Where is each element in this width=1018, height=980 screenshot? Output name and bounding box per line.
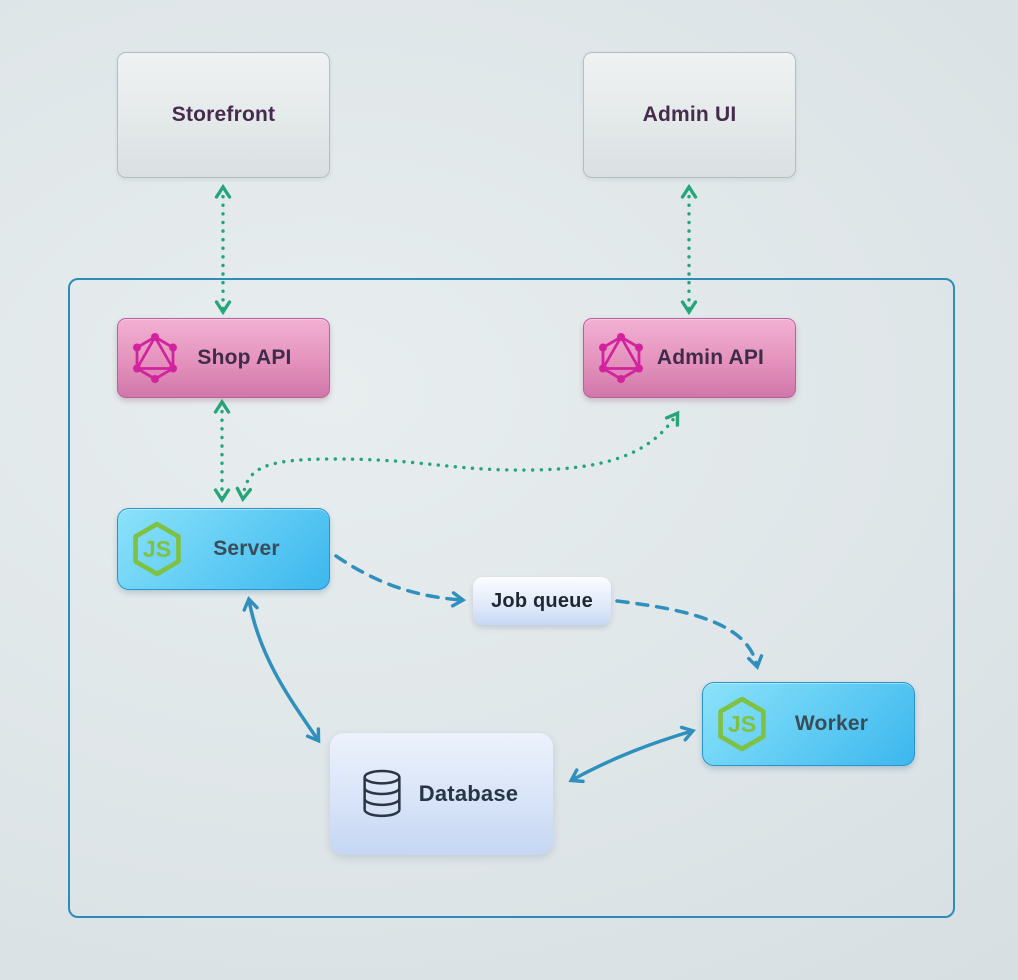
- node-database: Database: [330, 733, 553, 855]
- server-label: Server: [213, 537, 280, 560]
- graphql-icon: [599, 333, 643, 383]
- nodejs-icon: JS: [718, 696, 766, 752]
- node-admin-ui: Admin UI: [583, 52, 796, 178]
- job-queue-label: Job queue: [491, 589, 593, 612]
- graphql-icon: [133, 333, 177, 383]
- shop-api-label: Shop API: [197, 346, 292, 369]
- node-admin-api: Admin API: [583, 318, 796, 398]
- worker-label: Worker: [794, 712, 869, 735]
- server-boundary-box: [68, 278, 955, 918]
- node-storefront: Storefront: [117, 52, 330, 178]
- storefront-label: Storefront: [171, 103, 276, 126]
- database-icon: [363, 769, 401, 818]
- node-server: JS Server: [117, 508, 330, 590]
- database-label: Database: [418, 781, 519, 806]
- nodejs-icon: JS: [133, 521, 181, 577]
- node-job-queue: Job queue: [473, 577, 611, 625]
- node-shop-api: Shop API: [117, 318, 330, 398]
- svg-text:JS: JS: [143, 536, 171, 562]
- admin-api-label: Admin API: [656, 346, 765, 369]
- svg-text:JS: JS: [728, 711, 756, 737]
- admin-ui-label: Admin UI: [642, 103, 737, 126]
- node-worker: JS Worker: [702, 682, 915, 766]
